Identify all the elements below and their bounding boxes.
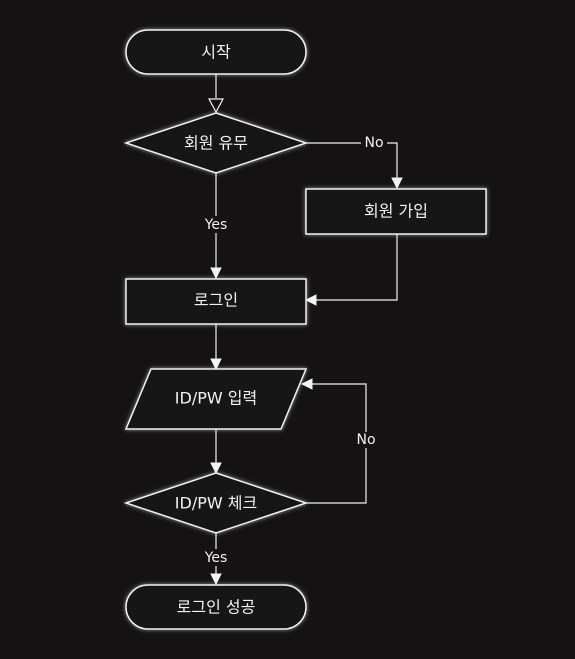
node-login: 로그인 <box>125 278 307 325</box>
node-start: 시작 <box>125 29 307 75</box>
node-signup: 회원 가입 <box>305 188 487 235</box>
edge-start-arrowhead <box>207 98 225 114</box>
node-login-success-label: 로그인 성공 <box>177 598 256 617</box>
edge-check-no-arrowhead <box>300 378 313 390</box>
edge-check-yes-label: Yes <box>204 550 228 566</box>
edge-signup-to-login <box>313 234 398 301</box>
node-login-success-shape <box>125 584 307 630</box>
node-signup-shape <box>305 188 487 235</box>
node-start-shape <box>125 29 307 75</box>
edges <box>207 74 403 586</box>
edge-signup-to-login-arrowhead <box>304 294 317 306</box>
edge-input-to-check-arrowhead <box>210 462 222 475</box>
node-member-check: 회원 유무 <box>123 112 309 174</box>
edge-member-no-arrowhead <box>391 177 403 190</box>
node-start-label: 시작 <box>201 43 231 62</box>
edge-labels: No Yes No Yes <box>200 135 387 566</box>
node-id-pw-check-shape <box>123 472 309 534</box>
node-id-pw-check: ID/PW 체크 <box>123 472 309 534</box>
node-login-success: 로그인 성공 <box>125 584 307 630</box>
edge-check-no-label: No <box>356 432 375 448</box>
node-id-pw-input-label: ID/PW 입력 <box>175 389 257 408</box>
edge-member-yes-label: Yes <box>204 217 228 233</box>
edge-check-yes-arrowhead <box>210 573 222 586</box>
node-member-check-shape <box>123 112 309 174</box>
edge-member-yes-arrowhead <box>210 267 222 280</box>
edge-member-no <box>306 142 398 181</box>
edge-member-yes-label-bg <box>200 216 232 233</box>
node-id-pw-input: ID/PW 입력 <box>124 368 308 430</box>
edge-check-yes-label-bg <box>200 549 232 566</box>
node-member-check-label: 회원 유무 <box>184 134 248 153</box>
node-login-shape <box>125 278 307 325</box>
node-id-pw-check-label: ID/PW 체크 <box>175 494 257 513</box>
edge-member-no-label: No <box>364 135 383 151</box>
node-login-label: 로그인 <box>194 291 238 310</box>
edge-member-no-label-bg <box>361 135 387 151</box>
node-id-pw-input-shape <box>124 368 308 430</box>
edge-login-to-input-arrowhead <box>210 358 222 371</box>
node-signup-label: 회원 가입 <box>364 202 428 221</box>
edge-check-no-label-bg <box>353 432 379 448</box>
